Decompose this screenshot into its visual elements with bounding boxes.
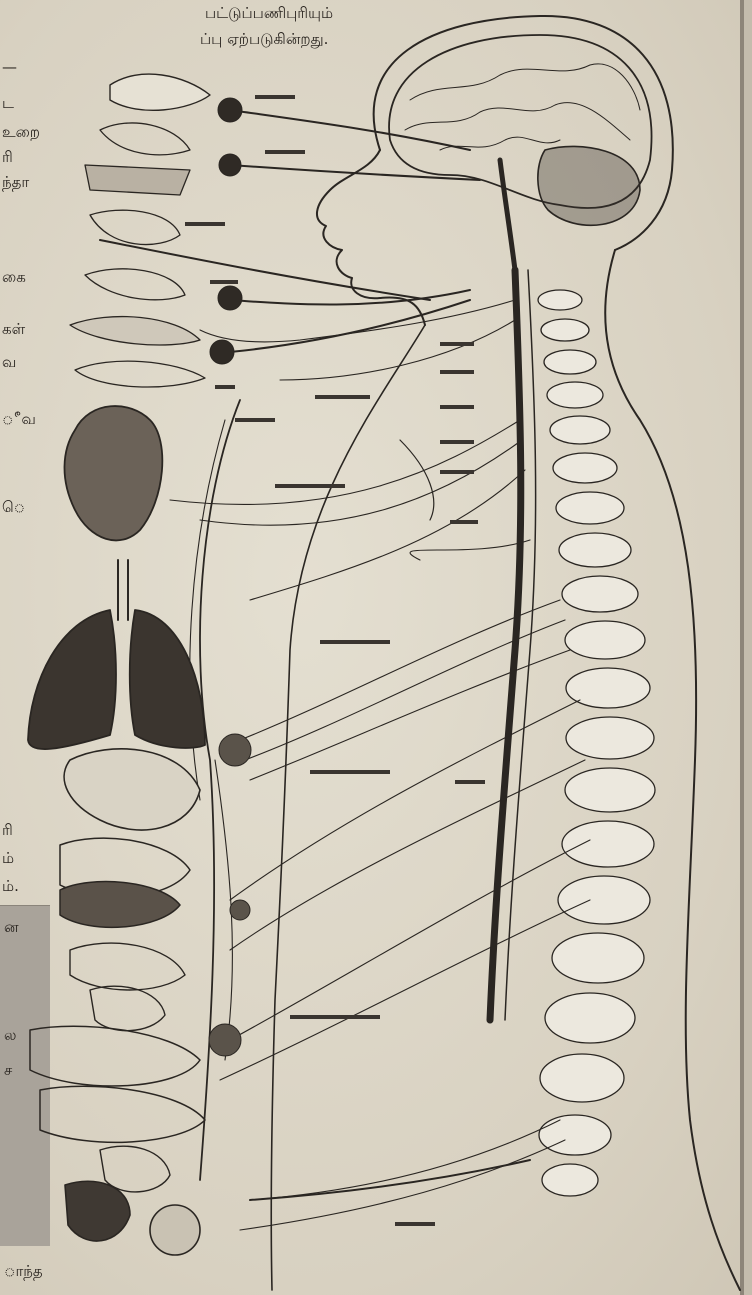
- head-outline: [374, 16, 673, 250]
- sublingual-gland: [70, 317, 200, 345]
- kidney: [90, 986, 165, 1031]
- nasal-cavity: [85, 165, 190, 195]
- vagus-nerve: [200, 400, 240, 1180]
- colon: [40, 1086, 205, 1142]
- chest-curve: [400, 440, 434, 520]
- cranial-nerves: [100, 110, 480, 352]
- lacrimal-gland: [100, 123, 190, 155]
- left-lung: [28, 610, 116, 749]
- heart: [64, 406, 162, 540]
- intestine: [30, 1026, 200, 1086]
- front-outline: [271, 325, 425, 1290]
- stomach: [64, 749, 200, 830]
- pelvic-organ: [150, 1205, 200, 1255]
- pancreas: [60, 882, 180, 928]
- trachea: [118, 560, 128, 620]
- submandibular-gland: [85, 269, 185, 300]
- spleen: [70, 943, 185, 990]
- vertebrae: [538, 290, 655, 1196]
- eye: [110, 74, 210, 110]
- right-lung: [130, 610, 205, 748]
- parotid-gland: [90, 210, 180, 244]
- cerebellum: [538, 146, 640, 225]
- ganglia: [209, 98, 251, 1056]
- brainstem: [500, 160, 515, 270]
- tongue: [75, 361, 205, 387]
